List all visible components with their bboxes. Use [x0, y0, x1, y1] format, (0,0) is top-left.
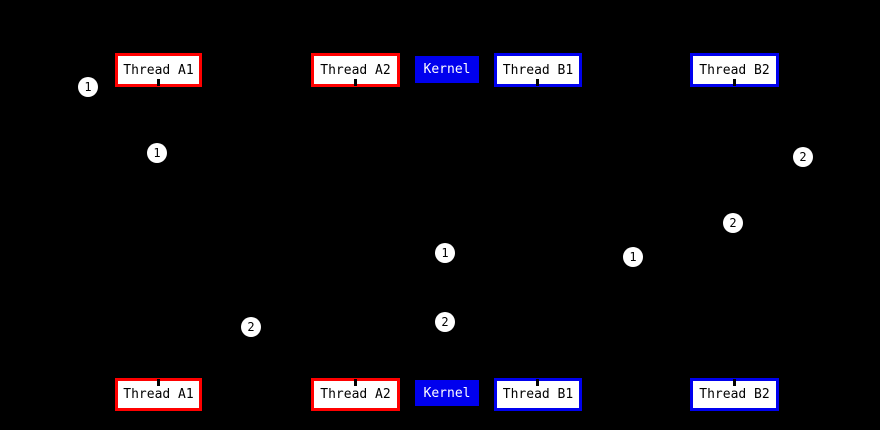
actor-label: Thread A2	[320, 62, 391, 78]
lifeline-stub	[536, 79, 539, 86]
actor-label: Thread A2	[320, 387, 391, 402]
actor-box-kernel-bottom: Kernel	[415, 380, 479, 406]
lifeline-stub	[353, 79, 357, 86]
step-marker: 1	[147, 143, 167, 163]
actor-label: Thread A1	[123, 387, 194, 402]
step-marker: 2	[241, 317, 261, 337]
step-marker: 1	[435, 243, 455, 263]
actor-label: Thread B2	[699, 62, 770, 78]
lifeline-stub	[732, 379, 736, 386]
actor-box-thread-a2-top: Thread A2	[311, 53, 400, 87]
actor-box-thread-a2-bottom: Thread A2	[311, 378, 400, 411]
actor-box-thread-b1-bottom: Thread B1	[494, 378, 582, 411]
actor-label: Thread B2	[699, 387, 770, 402]
actor-box-kernel-top: Kernel	[415, 56, 479, 83]
lifeline-stub	[353, 379, 357, 386]
step-marker: 1	[623, 247, 643, 267]
lifeline-stub	[536, 379, 539, 386]
step-marker: 2	[723, 213, 743, 233]
actor-box-thread-b1-top: Thread B1	[494, 53, 582, 87]
actor-label: Thread A1	[123, 62, 194, 78]
actor-label: Thread B1	[502, 62, 574, 78]
actor-box-thread-a1-top: Thread A1	[115, 53, 202, 87]
actor-label: Kernel	[423, 385, 471, 401]
step-marker: 2	[793, 147, 813, 167]
lifeline-stub	[732, 79, 736, 86]
step-marker: 1	[78, 77, 98, 97]
lifeline-stub	[156, 79, 160, 86]
actor-box-thread-b2-bottom: Thread B2	[690, 378, 779, 411]
step-marker: 2	[435, 312, 455, 332]
actor-label: Thread B1	[502, 387, 574, 402]
actor-box-thread-a1-bottom: Thread A1	[115, 378, 202, 411]
actor-label: Kernel	[423, 62, 471, 77]
actor-box-thread-b2-top: Thread B2	[690, 53, 779, 87]
lifeline-stub	[156, 379, 160, 386]
